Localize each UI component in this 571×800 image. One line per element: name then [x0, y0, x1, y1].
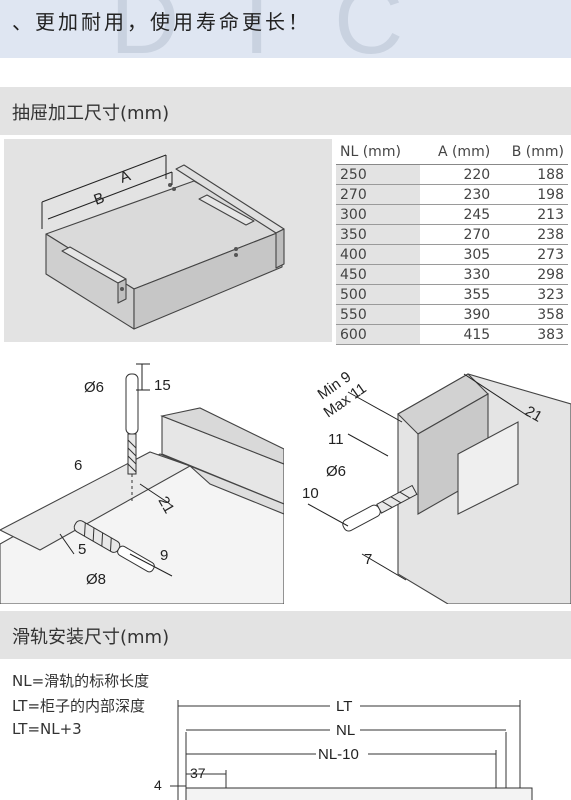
section-header-rail: 滑轨安装尺寸(mm)	[0, 611, 571, 659]
offset-21-label: 21	[155, 494, 178, 517]
section-title: 抽屉加工尺寸(mm)	[12, 103, 170, 124]
definition-nl: NL=滑轨的标称长度	[12, 672, 150, 690]
depth-21-label: 21	[522, 403, 545, 426]
drill-depth-15-label: 15	[154, 377, 171, 394]
col-header-a: A (mm)	[420, 139, 495, 165]
a-cell: 355	[420, 284, 495, 305]
nl-cell: 500	[336, 284, 421, 305]
a-cell: 390	[420, 304, 495, 325]
section-title: 滑轨安装尺寸(mm)	[12, 627, 170, 648]
nl-cell: 400	[336, 244, 421, 265]
table-header-row: NL (mm) A (mm) B (mm)	[336, 139, 568, 165]
depth-10-label: 10	[302, 485, 319, 502]
drill-dia-6-front-label: Ø6	[326, 463, 346, 480]
definition-formula: LT=NL+3	[12, 720, 82, 738]
a-cell: 305	[420, 244, 495, 265]
drawer-diagram: A B	[41, 154, 285, 330]
b-cell: 298	[494, 264, 568, 285]
b-cell: 383	[494, 324, 568, 345]
nl-label: NL	[336, 722, 355, 739]
definition-lt: LT=柜子的内部深度	[12, 697, 146, 715]
a-cell: 220	[420, 164, 495, 185]
b-cell: 213	[494, 204, 568, 225]
depth-9-label: 9	[160, 547, 168, 564]
b-cell: 273	[494, 244, 568, 265]
b-cell: 198	[494, 184, 568, 205]
col-header-nl: NL (mm)	[336, 139, 421, 165]
b-cell: 358	[494, 304, 568, 325]
dimension-b-label: B	[92, 189, 107, 208]
b-cell: 188	[494, 164, 568, 185]
edge-7-label: 7	[364, 551, 372, 568]
drilling-diagram-side: Ø6 15 6 21 5 9 Ø8	[0, 363, 284, 604]
drilling-diagram-front: Min 9 Max 11 21 11 Ø6 10 7	[302, 368, 571, 604]
offset-4-label: 4	[154, 777, 162, 793]
a-cell: 415	[420, 324, 495, 345]
nl-cell: 600	[336, 324, 421, 345]
section-header-drawer: 抽屉加工尺寸(mm)	[0, 87, 571, 135]
a-cell: 230	[420, 184, 495, 205]
dimension-a-label: A	[118, 167, 133, 186]
brand-watermark: DTC	[110, 0, 452, 58]
nl-cell: 550	[336, 304, 421, 325]
drill-dia-6-label: Ø6	[84, 379, 104, 396]
edge-6-label: 6	[74, 457, 82, 474]
offset-37-label: 37	[190, 765, 206, 781]
a-cell: 330	[420, 264, 495, 285]
nl-cell: 270	[336, 184, 421, 205]
b-cell: 238	[494, 224, 568, 245]
col-header-b: B (mm)	[494, 139, 568, 165]
nl-cell: 250	[336, 164, 421, 185]
nl-cell: 450	[336, 264, 421, 285]
rail-dimension-diagram: LT NL NL-10 37 4	[154, 698, 533, 800]
nl-cell: 300	[336, 204, 421, 225]
offset-11-label: 11	[328, 431, 344, 448]
b-cell: 323	[494, 284, 568, 305]
banner-text: 、更加耐用，使用寿命更长！	[12, 10, 311, 34]
nl-minus-10-label: NL-10	[318, 746, 359, 763]
a-cell: 270	[420, 224, 495, 245]
top-banner: DTC 、更加耐用，使用寿命更长！	[0, 0, 571, 58]
lt-label: LT	[336, 698, 352, 715]
drawer-diagram-panel: A B	[4, 139, 332, 342]
nl-cell: 350	[336, 224, 421, 245]
drill-dia-8-label: Ø8	[86, 571, 106, 588]
a-cell: 245	[420, 204, 495, 225]
edge-5-label: 5	[78, 541, 86, 558]
